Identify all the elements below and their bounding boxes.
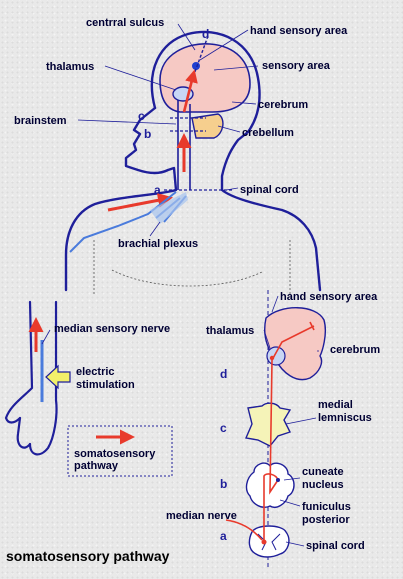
label-thalamus-upper: thalamus <box>46 61 94 73</box>
label-lemniscus: lemniscus <box>318 412 372 424</box>
central-sulcus-line <box>191 35 209 81</box>
cerebrum-shape <box>159 43 251 113</box>
legend-label-line2: pathway <box>74 460 119 472</box>
label-cerebrum-upper: cerebrum <box>258 99 308 111</box>
level-d-lower: d <box>220 367 227 381</box>
level-a-lower: a <box>220 529 227 543</box>
leader-median-sensory <box>41 329 51 345</box>
caption: somatosensory pathway <box>6 548 170 564</box>
label-brainstem: brainstem <box>14 115 67 127</box>
label-cerebrum-lower: cerebrum <box>330 344 380 356</box>
label-thalamus-lower: thalamus <box>206 325 254 337</box>
cerebellum-shape <box>191 113 224 139</box>
label-crebellum: crebellum <box>242 127 294 139</box>
pathway-arrow-arm <box>107 192 173 212</box>
thalamus-circle <box>266 346 286 366</box>
spinal-cord-section <box>248 525 290 558</box>
level-b-upper: b <box>144 127 151 141</box>
level-lines-upper <box>164 117 232 191</box>
body-interior-lines <box>93 240 291 295</box>
hand-sensory-area-dot <box>192 62 200 70</box>
cortex-end-mark <box>309 321 315 331</box>
midbrain-section <box>245 402 292 447</box>
level-b-lower: b <box>220 477 227 491</box>
label-sensory-area: sensory area <box>262 60 331 72</box>
legend-box <box>67 425 173 477</box>
label-spinal-cord-upper: spinal cord <box>240 184 299 196</box>
legend-label-line1: somatosensory <box>74 448 156 460</box>
level-c-lower: c <box>220 421 227 435</box>
label-median-sensory-nerve: median sensory nerve <box>54 323 170 335</box>
label-electric: electric <box>76 366 115 378</box>
pathway-arrow-brain <box>182 69 198 113</box>
label-medial: medial <box>318 399 353 411</box>
label-spinal-cord-lower: spinal cord <box>306 540 365 552</box>
synapse-cuneate <box>276 478 280 482</box>
arm-outline <box>4 300 58 456</box>
level-d-upper: d <box>202 27 209 41</box>
label-funiculus: funiculus <box>302 501 351 513</box>
level-c-upper: c <box>138 109 145 123</box>
label-brachial-plexus: brachial plexus <box>118 238 198 250</box>
label-hand-sensory-area-lower: hand sensory area <box>280 291 378 303</box>
label-hand-sensory-area-upper: hand sensory area <box>250 25 348 37</box>
label-central-sulcus: centrral sulcus <box>86 17 164 29</box>
label-posterior: posterior <box>302 514 350 526</box>
synapse-spinal <box>261 539 267 545</box>
synapse-thalamus <box>269 355 275 361</box>
cerebrum-section <box>264 307 327 381</box>
leader-lines-lower <box>263 295 319 547</box>
label-median-nerve: median nerve <box>166 510 237 522</box>
stimulus-arrow <box>45 364 71 390</box>
brachial-plexus-fill <box>150 192 188 224</box>
label-nucleus: nucleus <box>302 479 344 491</box>
label-cuneate: cuneate <box>302 466 344 478</box>
level-a-upper: a <box>154 183 161 197</box>
label-stimulation: stimulation <box>76 379 135 391</box>
leader-lines-upper <box>77 23 259 237</box>
